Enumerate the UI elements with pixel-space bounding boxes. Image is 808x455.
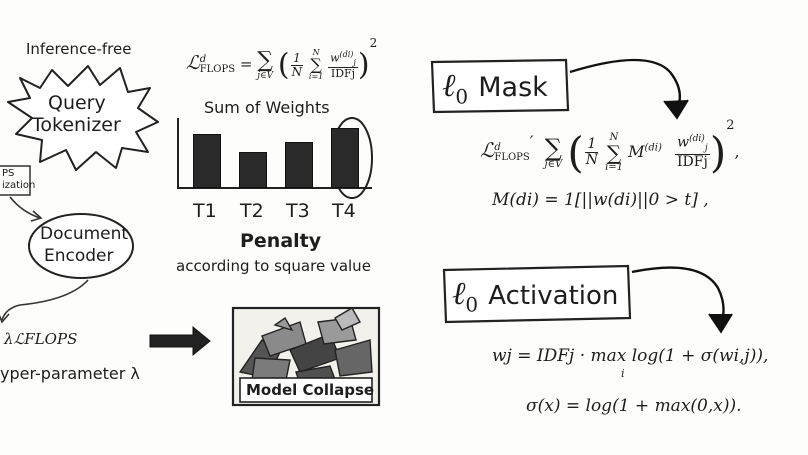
flops-idf: IDFj <box>330 66 356 80</box>
mask-lhs-sub: FLOPS <box>494 151 530 163</box>
chart-axis <box>177 118 372 189</box>
flops-box-line1: PS <box>2 168 15 179</box>
mask-comma: , <box>734 142 740 161</box>
sum-of-weights-title: Sum of Weights <box>204 98 330 117</box>
mask-M-sup: (di) <box>644 142 662 154</box>
hyper-parameter-label: yper-parameter λ <box>0 364 140 383</box>
bar-label-t2: T2 <box>240 200 264 222</box>
flops-lhs: ℒ <box>186 52 200 74</box>
mask-M: M <box>628 142 645 161</box>
flops-lhs-sub: FLOPS <box>199 64 236 75</box>
document-encoder-ellipse <box>28 213 134 279</box>
flops-inner-sub: i=1 <box>308 72 324 81</box>
l0-activation-arrow <box>631 266 725 327</box>
flops-box-line2: ization <box>2 180 36 191</box>
lambda-flops-label: λℒFLOPS <box>4 330 78 348</box>
bar-label-t1: T1 <box>193 200 217 222</box>
mask-inner-sub: i=1 <box>605 161 624 173</box>
mask-frac-den: N <box>585 152 598 168</box>
l0-mask-arrow <box>569 58 682 113</box>
arrow-encoder-to-lambda <box>1 279 89 321</box>
query-tokenizer-starburst <box>7 65 159 171</box>
mask-prime: ′ <box>529 132 534 151</box>
model-collapse-label: Model Collapse <box>246 381 375 399</box>
bar-t4 <box>331 128 359 188</box>
mask-w-sup: (di) <box>689 134 705 145</box>
query-tokenizer-line2: Tokenizer <box>32 114 121 136</box>
query-tokenizer-line1: Query <box>48 92 106 114</box>
l0-activation-formula-2: σ(x) = log(1 + max(0,x)). <box>526 396 742 416</box>
flops-frac-den: N <box>291 64 303 79</box>
mask-power: 2 <box>726 118 735 133</box>
l0-activation-word: Activation <box>488 281 619 311</box>
mask-lhs: ℒ <box>480 138 495 162</box>
mask-idf: IDFj <box>677 154 708 171</box>
document-encoder-line2: Encoder <box>44 246 114 266</box>
flops-frac-num: 1 <box>291 50 303 66</box>
l0-mask-box <box>430 58 570 114</box>
l0-mask-ell: ℓ <box>442 66 456 104</box>
mask-w: w <box>677 134 690 151</box>
penalty-title: Penalty <box>240 230 322 252</box>
bar-t2 <box>239 152 267 188</box>
l0-activation-zero: 0 <box>465 292 479 317</box>
bar-label-t3: T3 <box>286 200 310 222</box>
mask-w-sub: j <box>704 143 708 154</box>
l0-mask-definition: M(di) = 1[||w(di)||0 > t] , <box>492 190 709 210</box>
mask-lhs-sup: d <box>494 141 501 153</box>
l0-activation-ell: ℓ <box>452 274 466 312</box>
bar-label-t4: T4 <box>332 200 356 222</box>
arrow-to-document-encoder <box>9 196 41 219</box>
flops-w-sup: (di) <box>339 49 354 59</box>
inference-free-label: Inference-free <box>26 40 132 58</box>
flops-inner-sup: N <box>312 48 320 57</box>
flops-lhs-sup: d <box>199 54 207 65</box>
l0-activation-max-sub: i <box>621 367 625 380</box>
document-encoder-line1: Document <box>40 224 129 244</box>
flops-power: 2 <box>369 36 378 50</box>
arrow-to-model-collapse <box>149 325 211 357</box>
flops-regularization-box <box>0 165 31 196</box>
flops-w-sub: j <box>353 57 356 67</box>
l0-mask-title: ℓ0 Mask <box>442 66 548 108</box>
model-collapse-plate <box>239 377 373 403</box>
flops-sum-sub: j∈V <box>257 70 274 81</box>
mask-frac-num: 1 <box>585 136 599 153</box>
l0-activation-formula-1: wj = IDFj · max log(1 + σ(wi,j)), <box>492 346 769 366</box>
mask-inner-sup: N <box>609 131 619 143</box>
bar-t3 <box>285 142 313 188</box>
flops-w: w <box>330 51 340 65</box>
rubble-pile <box>238 307 373 385</box>
mask-sum-sub: j∈V <box>544 158 563 170</box>
l0-activation-box <box>442 264 632 324</box>
l0-activation-title: ℓ0 Activation <box>452 274 618 316</box>
l0-mask-word: Mask <box>478 72 548 103</box>
l0-mask-zero: 0 <box>455 84 469 109</box>
penalty-subtitle: according to square value <box>176 257 371 275</box>
bar-t1 <box>193 134 221 188</box>
